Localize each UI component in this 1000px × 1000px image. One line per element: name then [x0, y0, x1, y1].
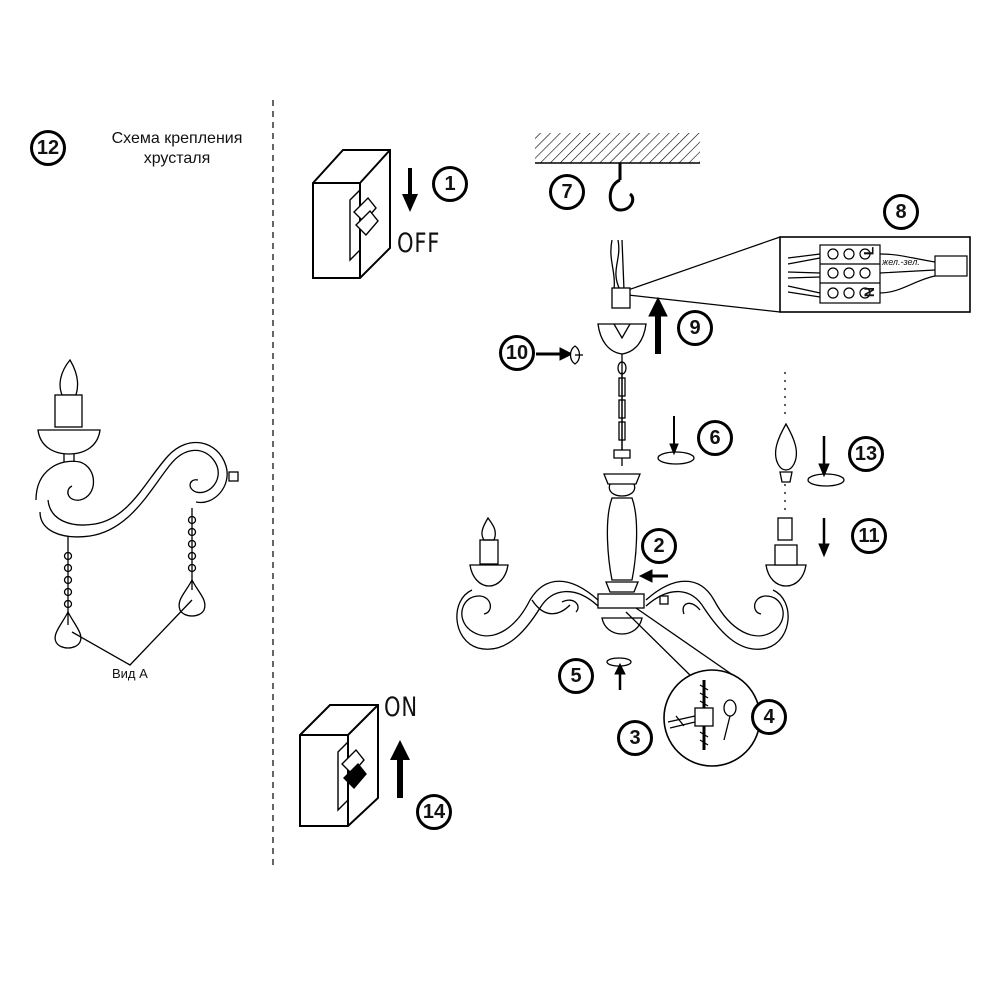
wall-switch-off [312, 149, 391, 279]
crystal-scheme-title: Схема крепления хрусталя [92, 129, 262, 169]
step-number-11: 11 [851, 518, 887, 554]
step-number-5: 5 [558, 658, 594, 694]
step-number-4: 4 [751, 699, 787, 735]
crystal-scheme-title-line2: хрусталя [143, 150, 211, 167]
terminal-live-label: L [860, 246, 877, 256]
chandelier-assembly [456, 239, 807, 650]
step-number-6: 6 [697, 420, 733, 456]
step-number-13: 13 [848, 436, 884, 472]
ceiling-hook [535, 133, 700, 212]
switch-off-label: OFF [397, 228, 441, 259]
arrow-up-icon [390, 740, 410, 798]
terminal-neutral-label: N [861, 286, 878, 298]
wall-switch-on [299, 704, 379, 827]
ground-wire-label: жел.-зел. [882, 257, 920, 267]
terminal-block-callout [627, 236, 971, 313]
arrow-down-icon [402, 168, 418, 212]
step-number-8: 8 [883, 194, 919, 230]
rotation-icons [569, 345, 845, 667]
step-number-14: 14 [416, 794, 452, 830]
crystal-scheme-title-line1: Схема крепления [111, 130, 243, 147]
view-a-label: Вид А [112, 666, 148, 681]
crystal-arm-illustration [35, 358, 239, 666]
step-number-12: 12 [30, 130, 66, 166]
switch-on-label: ON [384, 692, 418, 723]
step-number-3: 3 [617, 720, 653, 756]
step-number-7: 7 [549, 174, 585, 210]
step-number-1: 1 [432, 166, 468, 202]
step-number-10: 10 [499, 335, 535, 371]
step-arrows [536, 296, 830, 690]
step-number-2: 2 [641, 528, 677, 564]
step-number-9: 9 [677, 310, 713, 346]
